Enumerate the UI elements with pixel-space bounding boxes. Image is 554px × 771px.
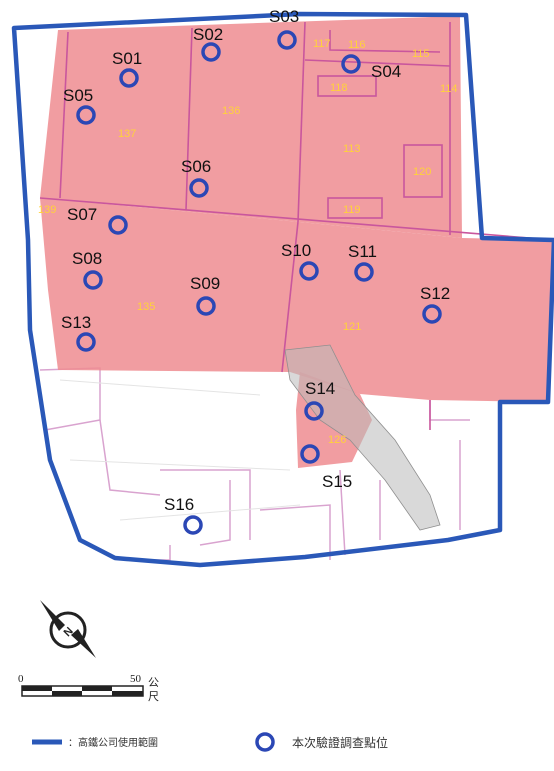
site-label: S03 xyxy=(269,7,299,26)
legend: ：高鐵公司使用範圍 本次驗證調查點位 xyxy=(32,732,388,752)
parcel-number: 126 xyxy=(328,434,346,446)
site-label: S02 xyxy=(193,25,223,44)
scale-value-label: 50 xyxy=(130,673,142,685)
site-marker xyxy=(422,304,442,324)
site-marker xyxy=(108,215,128,235)
site-marker xyxy=(304,401,324,421)
site-label: S05 xyxy=(63,86,93,105)
site-label: S04 xyxy=(371,62,401,81)
hatched-strip xyxy=(284,344,441,531)
site-label: S11 xyxy=(348,242,377,261)
site-marker xyxy=(201,42,221,62)
site-label: S15 xyxy=(322,472,352,491)
site-marker xyxy=(76,332,96,352)
parcel-number: 120 xyxy=(413,166,431,178)
parcel-number: 119 xyxy=(343,204,361,216)
site-marker xyxy=(196,296,216,316)
parcel-number: 114 xyxy=(440,83,458,95)
site-marker xyxy=(83,270,103,290)
site-label: S07 xyxy=(67,205,97,224)
site-marker xyxy=(300,444,320,464)
hsr-boundary xyxy=(11,11,554,568)
parcel-numbers: 117 116 115 114 118 136 137 113 120 119 … xyxy=(38,38,458,446)
site-marker xyxy=(277,30,297,50)
site-marker xyxy=(299,261,319,281)
parcel-number: 117 xyxy=(313,38,331,50)
legend-site-label: 本次驗證調查點位 xyxy=(292,735,388,750)
site-labels: S01 S02 S03 S04 S05 S06 S07 S08 S09 S10 … xyxy=(61,7,450,514)
parcel-number: 115 xyxy=(412,48,430,60)
parcel-area xyxy=(40,16,554,531)
scale-unit-top: 公 xyxy=(148,677,159,689)
site-label: S10 xyxy=(281,241,311,260)
site-marker xyxy=(341,54,361,74)
site-label: S12 xyxy=(420,284,450,303)
site-label: S13 xyxy=(61,313,91,332)
site-label: S14 xyxy=(305,379,335,398)
parcel-number: 135 xyxy=(137,301,155,313)
parcel-number: 113 xyxy=(343,143,361,155)
parcel-number: 121 xyxy=(343,321,361,333)
parcel-number: 136 xyxy=(222,105,240,117)
survey-sites xyxy=(76,30,442,535)
parcel-number: 137 xyxy=(118,128,136,140)
site-marker xyxy=(354,262,374,282)
scale-unit-bottom: 尺 xyxy=(148,691,159,703)
parcel-lines xyxy=(39,21,554,430)
site-marker xyxy=(183,515,203,535)
background-road-lines xyxy=(59,379,301,521)
site-label: S06 xyxy=(181,157,211,176)
site-label: S16 xyxy=(164,495,194,514)
compass-icon: N xyxy=(40,600,96,658)
site-marker xyxy=(119,68,139,88)
scale-zero-label: 0 xyxy=(18,673,24,685)
parcel-number: 118 xyxy=(330,82,348,94)
parcel-number: 116 xyxy=(348,39,366,51)
legend-boundary-label: ：高鐵公司使用範圍 xyxy=(68,736,158,749)
scale-bar: 0 50 公 尺 xyxy=(18,673,159,703)
site-label: S08 xyxy=(72,249,102,268)
site-marker xyxy=(189,178,209,198)
site-label: S01 xyxy=(112,49,142,68)
background-parcel-lines xyxy=(39,367,470,561)
parcel-number: 139 xyxy=(38,204,56,216)
parcel-area-middle xyxy=(40,198,554,402)
site-label: S09 xyxy=(190,274,220,293)
legend-site-marker-icon xyxy=(255,732,275,752)
site-marker xyxy=(76,105,96,125)
